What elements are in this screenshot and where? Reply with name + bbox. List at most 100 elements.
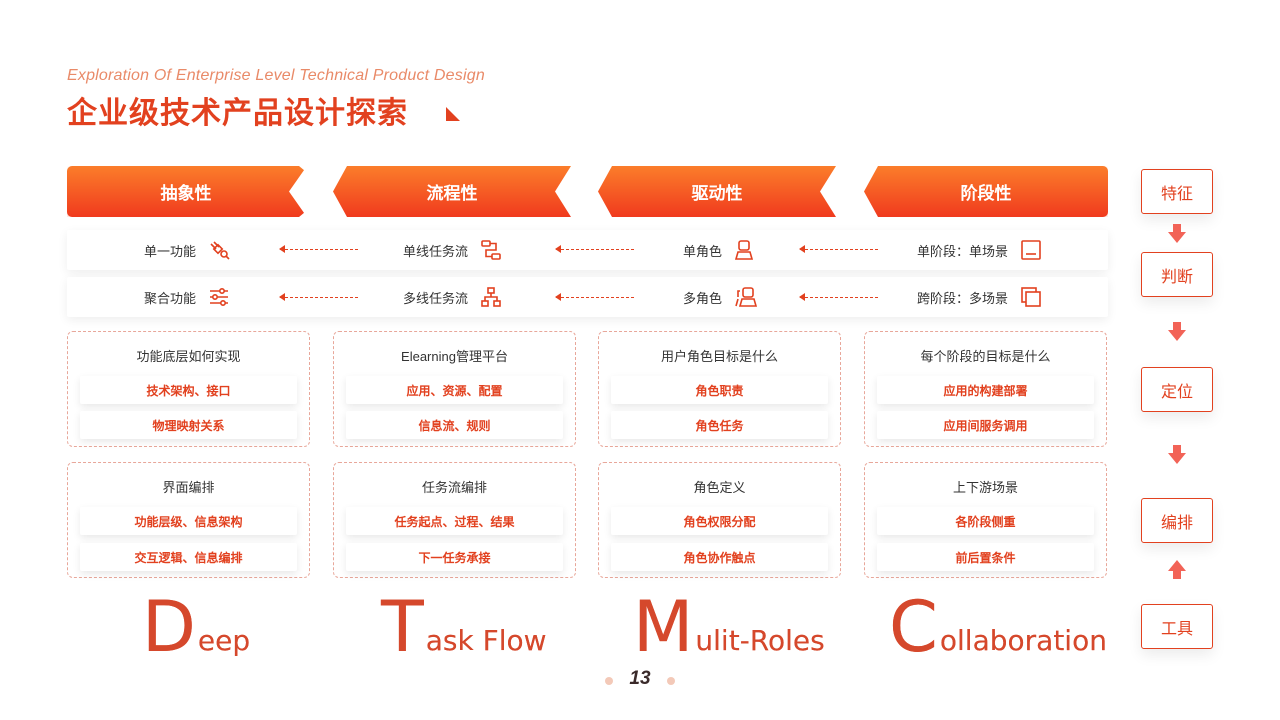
row-item: 聚合功能 xyxy=(144,277,230,317)
row-item: 多线任务流 xyxy=(403,277,502,317)
card-taskflow: 任务流编排 任务起点、过程、结果 下一任务承接 xyxy=(333,462,576,578)
card-title: 功能底层如何实现 xyxy=(136,349,241,364)
keyword-initial: C xyxy=(889,586,938,668)
page-title: 企业级技术产品设计探索 xyxy=(67,97,408,130)
row-item-label: 聚合功能 xyxy=(144,290,197,306)
card-item: 物理映射关系 xyxy=(80,411,297,439)
side-box-judge: 判断 xyxy=(1141,252,1213,297)
card-item: 前后置条件 xyxy=(877,543,1094,571)
banner-label: 抽象性 xyxy=(160,184,212,203)
side-box-label: 工具 xyxy=(1160,620,1193,638)
dashed-arrow-left xyxy=(799,293,878,301)
card-item: 技术架构、接口 xyxy=(80,376,297,404)
stack-icon xyxy=(1021,287,1041,307)
page-number: 13 xyxy=(629,668,651,689)
card-title: 角色定义 xyxy=(693,480,746,495)
card-scenario: 上下游场景 各阶段侧重 前后置条件 xyxy=(864,462,1107,578)
card-item: 应用、资源、配置 xyxy=(346,376,563,404)
row-item: 跨阶段：多场景 xyxy=(917,277,1042,317)
card-item: 信息流、规则 xyxy=(346,411,563,439)
keyword-rest: ollaboration xyxy=(940,624,1107,662)
card-role-goal: 用户角色目标是什么 角色职责 角色任务 xyxy=(598,331,841,447)
row-item-label: 单阶段：单场景 xyxy=(917,243,1009,259)
card-title: 界面编排 xyxy=(162,480,215,495)
user-icon xyxy=(734,240,754,260)
hierarchy-icon xyxy=(481,287,501,307)
keyword-rest: ask Flow xyxy=(426,624,547,662)
card-item: 任务起点、过程、结果 xyxy=(346,507,563,535)
card-title: 任务流编排 xyxy=(421,480,487,495)
banner-label: 流程性 xyxy=(426,184,478,203)
square-icon xyxy=(1021,240,1041,260)
dashed-arrow-left xyxy=(555,245,634,253)
row-item-label: 跨阶段：多场景 xyxy=(917,290,1009,306)
row-item: 多角色 xyxy=(683,277,758,317)
card-platform: Elearning管理平台 应用、资源、配置 信息流、规则 xyxy=(333,331,576,447)
card-item: 角色协作触点 xyxy=(611,543,828,571)
dashed-arrow-left xyxy=(799,245,878,253)
banner-stage: 阶段性 xyxy=(864,166,1108,217)
banner-label: 驱动性 xyxy=(691,184,743,203)
arrow-down-icon xyxy=(1168,445,1186,464)
dashed-arrow-left xyxy=(279,245,358,253)
row-item: 单线任务流 xyxy=(403,230,502,270)
side-box-feature: 特征 xyxy=(1141,169,1213,214)
page-subtitle: Exploration Of Enterprise Level Technica… xyxy=(67,67,485,84)
row-item: 单一功能 xyxy=(144,230,230,270)
plug-icon xyxy=(210,241,230,260)
card-item: 功能层级、信息架构 xyxy=(80,507,297,535)
dashed-arrow-left xyxy=(279,293,358,301)
card-item: 角色任务 xyxy=(611,411,828,439)
side-box-label: 编排 xyxy=(1160,514,1193,532)
banner-driver: 驱动性 xyxy=(598,166,836,217)
row-item-label: 多线任务流 xyxy=(403,290,469,306)
card-item: 交互逻辑、信息编排 xyxy=(80,543,297,571)
arrow-down-icon xyxy=(1168,224,1186,243)
arrow-up-icon xyxy=(1168,560,1186,579)
dashed-arrow-left xyxy=(555,293,634,301)
keyword-rest: eep xyxy=(198,624,250,662)
title-corner-mark xyxy=(446,107,460,121)
banner-abstraction: 抽象性 xyxy=(67,166,305,217)
side-box-tool: 工具 xyxy=(1141,604,1213,649)
card-item: 各阶段侧重 xyxy=(877,507,1094,535)
feature-row-single xyxy=(67,230,1108,270)
row-item: 单阶段：单场景 xyxy=(917,230,1042,270)
row-item-label: 单角色 xyxy=(683,243,723,259)
page-dot xyxy=(605,677,613,685)
row-item-label: 单一功能 xyxy=(144,243,197,259)
card-title: Elearning管理平台 xyxy=(401,349,508,364)
keyword-initial: T xyxy=(381,586,424,668)
card-interface: 界面编排 功能层级、信息架构 交互逻辑、信息编排 xyxy=(67,462,310,578)
card-title: 上下游场景 xyxy=(952,480,1018,495)
users-icon xyxy=(735,287,758,307)
side-box-position: 定位 xyxy=(1141,367,1213,412)
side-box-label: 特征 xyxy=(1160,185,1193,203)
banner-process: 流程性 xyxy=(333,166,571,217)
card-role-definition: 角色定义 角色权限分配 角色协作触点 xyxy=(598,462,841,578)
row-item-label: 多角色 xyxy=(683,290,723,306)
row-item: 单角色 xyxy=(683,230,754,270)
card-stage-goal: 每个阶段的目标是什么 应用的构建部署 应用间服务调用 xyxy=(864,331,1107,447)
card-item: 应用间服务调用 xyxy=(877,411,1094,439)
side-box-label: 判断 xyxy=(1160,268,1193,286)
card-item: 角色权限分配 xyxy=(611,507,828,535)
keyword-initial: D xyxy=(142,586,196,668)
side-box-label: 定位 xyxy=(1160,383,1193,401)
card-implementation: 功能底层如何实现 技术架构、接口 物理映射关系 xyxy=(67,331,310,447)
card-title: 用户角色目标是什么 xyxy=(660,349,778,364)
flow-icon xyxy=(481,240,501,260)
arrow-down-icon xyxy=(1168,322,1186,341)
card-item: 应用的构建部署 xyxy=(877,376,1094,404)
card-title: 每个阶段的目标是什么 xyxy=(920,349,1051,364)
card-item: 下一任务承接 xyxy=(346,543,563,571)
page-dot xyxy=(667,677,675,685)
banner-label: 阶段性 xyxy=(960,184,1012,203)
keyword-initial: M xyxy=(633,586,694,668)
side-box-arrange: 编排 xyxy=(1141,498,1213,543)
sliders-icon xyxy=(210,287,229,307)
